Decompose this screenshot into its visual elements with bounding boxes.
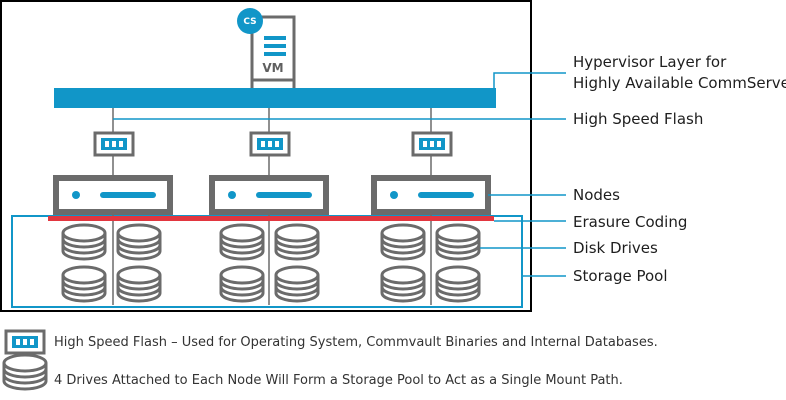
cs-badge-label: CS (243, 17, 256, 27)
disk-icon (435, 265, 481, 303)
callout-high-speed-flash: High Speed Flash (573, 110, 703, 128)
callout-disk-drives: Disk Drives (573, 239, 658, 257)
flash-drive-icon (93, 131, 135, 157)
legend-flash-text: High Speed Flash – Used for Operating Sy… (54, 335, 658, 350)
vm-server: VM CS (237, 8, 296, 99)
legend: High Speed Flash – Used for Operating Sy… (2, 329, 658, 391)
disk-icon (380, 223, 426, 261)
legend-flash-drive-icon (4, 329, 46, 355)
callout-erasure-coding: Erasure Coding (573, 213, 687, 231)
disk-icon (116, 265, 162, 303)
node-server-3 (374, 178, 488, 212)
disk-icon (116, 223, 162, 261)
flash-drive-icon (249, 131, 291, 157)
legend-disk-stack-icon (2, 353, 48, 391)
disk-icon (380, 265, 426, 303)
callout-lines (113, 72, 566, 277)
disk-icon (61, 223, 107, 261)
disk-icon (435, 223, 481, 261)
disk-icon (274, 265, 320, 303)
flash-drive-icon (411, 131, 453, 157)
callout-nodes: Nodes (573, 186, 620, 204)
callout-hypervisor-line1: Hypervisor Layer for (573, 53, 727, 71)
node-server-1 (56, 178, 170, 212)
disk-icon (61, 265, 107, 303)
legend-disk-text: 4 Drives Attached to Each Node Will Form… (54, 373, 623, 388)
disk-icon (274, 223, 320, 261)
hypervisor-layer-bar (54, 88, 496, 108)
diagram-frame (0, 0, 532, 312)
disk-group-1 (61, 223, 162, 303)
cs-badge-icon (237, 8, 263, 34)
callout-storage-pool: Storage Pool (573, 267, 668, 285)
disk-icon (219, 265, 265, 303)
callout-hypervisor-line2: Highly Available CommServe (573, 74, 786, 92)
vm-label: VM (262, 61, 283, 75)
node-server-2 (212, 178, 326, 212)
disk-icon (219, 223, 265, 261)
erasure-coding-bar (48, 216, 494, 221)
